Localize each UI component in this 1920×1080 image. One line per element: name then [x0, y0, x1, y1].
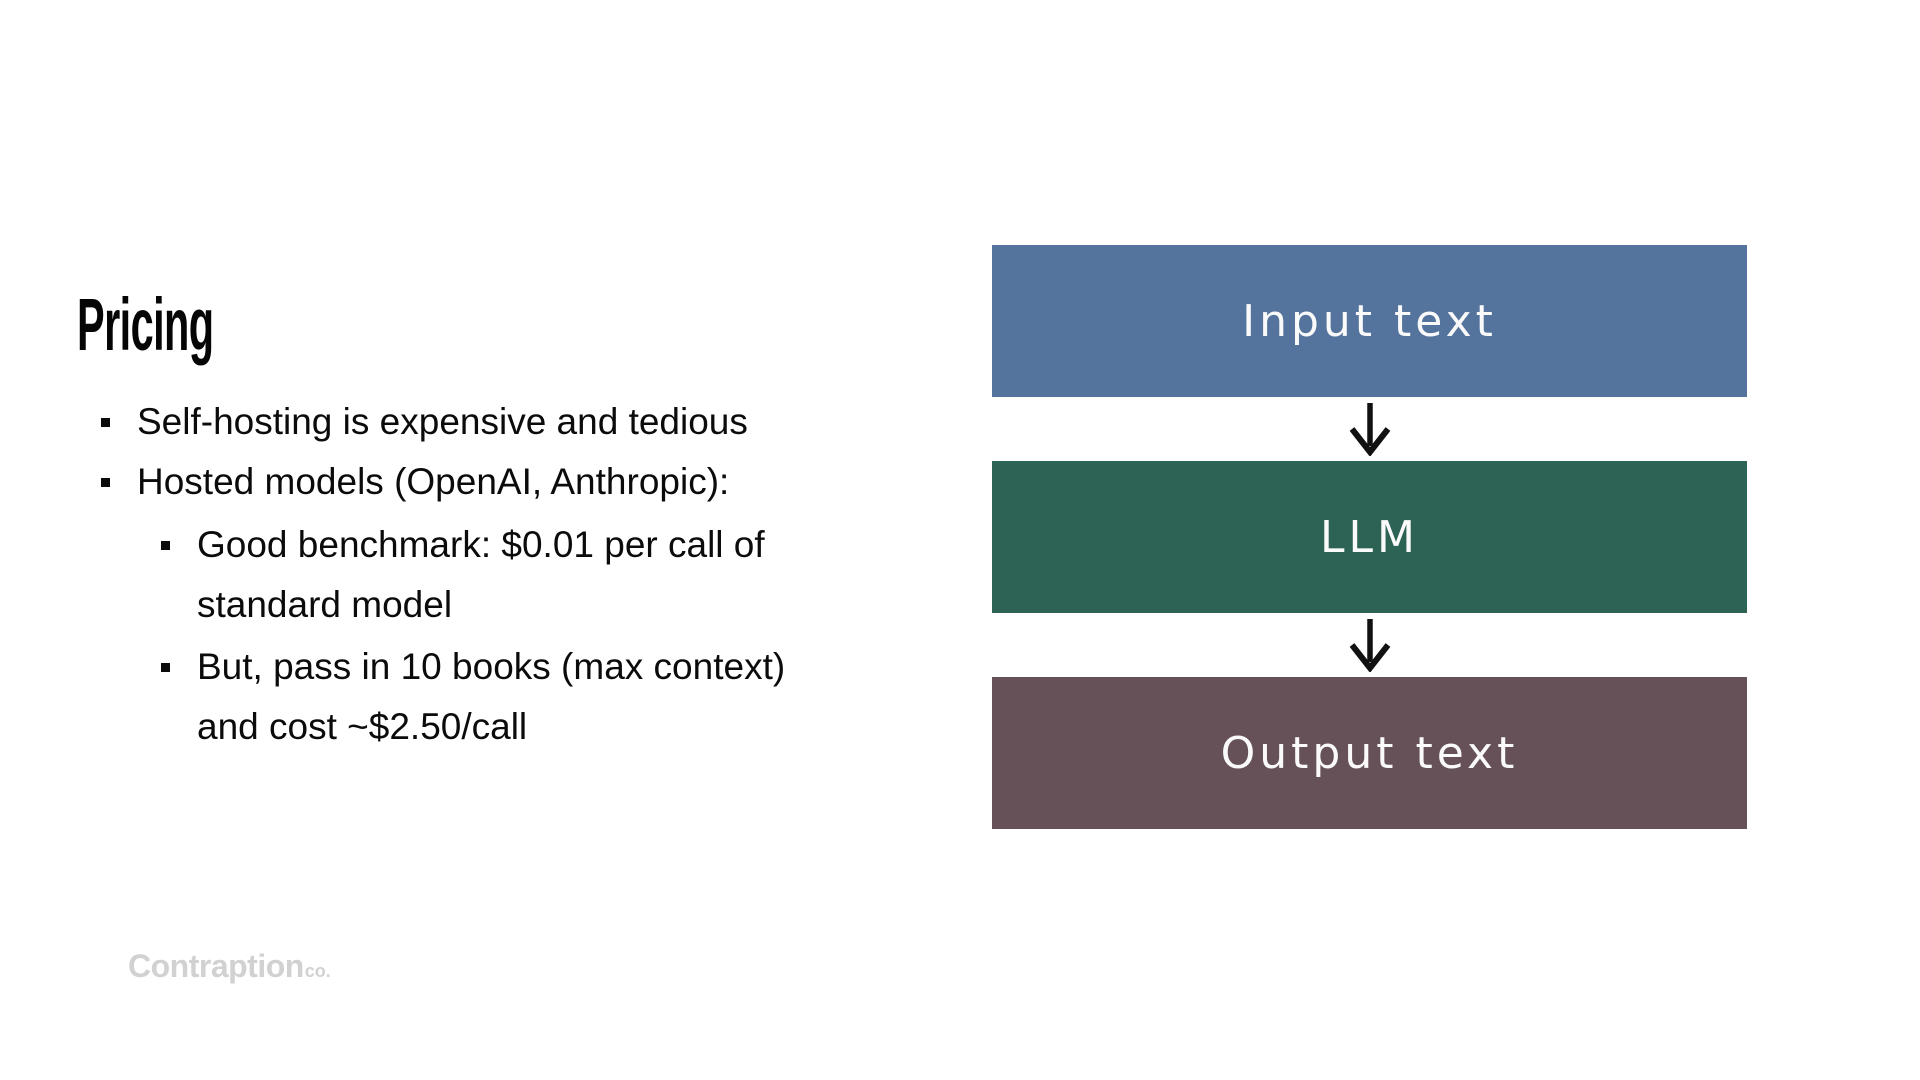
down-arrow-icon [1349, 403, 1390, 456]
node-label: LLM [1320, 511, 1419, 563]
node-label: Output text [1220, 727, 1519, 779]
bullet-list: Self-hosting is expensive and tedious Ho… [77, 392, 837, 759]
sub-bullet-list: Good benchmark: $0.01 per call of standa… [77, 515, 837, 757]
slide-title: Pricing [77, 283, 214, 366]
bullet-text: But, pass in 10 books (max context) and … [197, 646, 786, 747]
list-item: But, pass in 10 books (max context) and … [77, 637, 837, 757]
list-item: Good benchmark: $0.01 per call of standa… [77, 515, 837, 635]
llm-node: LLM [992, 461, 1747, 613]
bullet-text: Self-hosting is expensive and tedious [137, 401, 748, 442]
list-item: Hosted models (OpenAI, Anthropic): [77, 452, 837, 512]
down-arrow-icon [1349, 619, 1390, 672]
bullet-square-icon [101, 418, 110, 427]
contraption-logo: Contraption co. [128, 948, 331, 985]
output-text-node: Output text [992, 677, 1747, 829]
brand-suffix: co. [304, 961, 331, 981]
bullet-square-icon [161, 541, 170, 550]
slide-text-column: Pricing Self-hosting is expensive and te… [77, 283, 837, 748]
list-item: Self-hosting is expensive and tedious [77, 392, 837, 452]
input-text-node: Input text [992, 245, 1747, 397]
bullet-square-icon [101, 478, 110, 487]
bullet-text: Good benchmark: $0.01 per call of standa… [197, 524, 765, 625]
node-label: Input text [1242, 295, 1497, 347]
llm-flow-diagram: Input text LLM Output text [992, 245, 1747, 829]
bullet-text: Hosted models (OpenAI, Anthropic): [137, 461, 730, 502]
bullet-square-icon [161, 663, 170, 672]
brand-name: Contraption [128, 948, 304, 984]
arrow-row [992, 397, 1747, 461]
arrow-row [992, 613, 1747, 677]
